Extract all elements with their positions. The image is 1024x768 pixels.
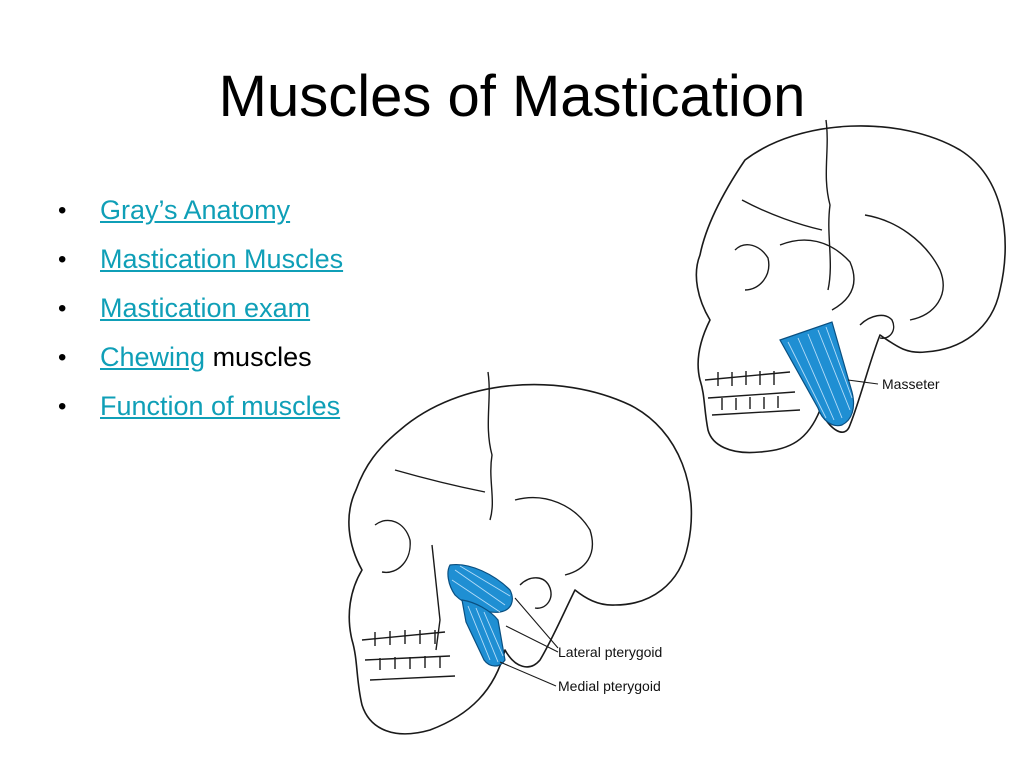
bullet-symbol: • — [58, 344, 67, 371]
bullet-item: • Mastication exam — [58, 284, 343, 333]
link-mastication-muscles[interactable]: Mastication Muscles — [100, 244, 344, 274]
slide-title: Muscles of Mastication — [218, 64, 806, 129]
link-grays-anatomy[interactable]: Gray’s Anatomy — [100, 195, 291, 225]
bullet-item: • Function of muscles — [58, 382, 343, 431]
label-masseter: Masseter — [882, 376, 940, 392]
bullet-item: • Mastication Muscles — [58, 235, 343, 284]
link-function-of-muscles[interactable]: Function of muscles — [100, 391, 341, 421]
bullet-symbol: • — [58, 393, 67, 420]
bullet-item: • Gray’s Anatomy — [58, 186, 343, 235]
bullet-symbol: • — [58, 246, 67, 273]
label-lateral-pterygoid: Lateral pterygoid — [558, 644, 662, 660]
bullet-text: muscles — [205, 342, 312, 372]
label-medial-pterygoid: Medial pterygoid — [558, 678, 661, 694]
skull-lower-left: Lateral pterygoid Medial pterygoid — [348, 371, 693, 735]
bullet-symbol: • — [58, 197, 67, 224]
link-mastication-exam[interactable]: Mastication exam — [100, 293, 311, 323]
link-chewing[interactable]: Chewing — [100, 342, 206, 372]
skull-anatomy-illustration: Masseter Lateral pterygoid Medial pteryg… — [348, 119, 1006, 735]
bullet-symbol: • — [58, 295, 67, 322]
bullet-list: • Gray’s Anatomy • Mastication Muscles •… — [58, 186, 343, 431]
skull-upper-right: Masseter — [695, 119, 1006, 454]
bullet-item: • Chewing muscles — [58, 333, 343, 382]
